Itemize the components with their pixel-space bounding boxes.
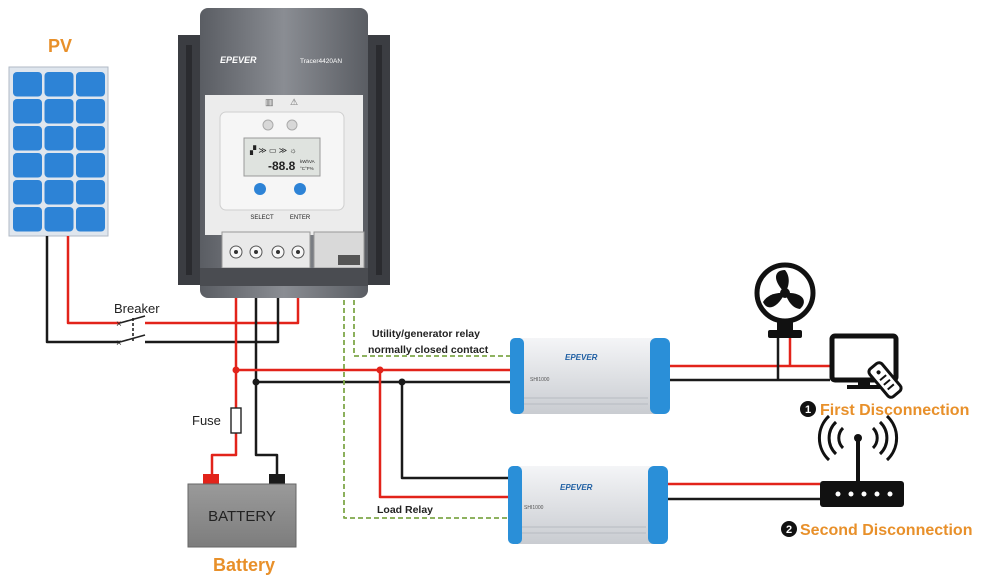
pv-cell (13, 126, 42, 151)
inverter-1-brand: EPEVER (565, 353, 598, 362)
svg-text:×: × (116, 338, 122, 349)
relay-label-line2: normally closed contact (368, 344, 489, 356)
load-relay-label: Load Relay (377, 504, 433, 516)
lcd-screen (243, 137, 321, 177)
controller-model: Tracer4420AN (300, 58, 342, 65)
select-label: SELECT (250, 215, 274, 221)
inv2-negative-wire (400, 382, 515, 480)
second-disconnection-number: 2 (786, 524, 792, 536)
pv-cell (13, 72, 42, 97)
solar-indicator-icon: ▥ (265, 97, 274, 107)
pv-cell (44, 180, 74, 205)
pv-cell (44, 126, 74, 151)
inverter-2-brand: EPEVER (560, 483, 593, 492)
breaker-symbol: × × (116, 315, 146, 349)
inverter-1-model: SHI1000 (530, 377, 550, 383)
fuse-label: Fuse (192, 413, 221, 428)
pv-positive-wire (66, 236, 120, 325)
ctrl-bat-minus-wire (254, 268, 279, 474)
pv-cell (76, 207, 105, 232)
pv-cell (44, 153, 74, 178)
inverter-1: EPEVER SHI1000 (510, 338, 670, 414)
lcd-units: kWhVA (300, 159, 315, 164)
remote-icon (867, 361, 903, 399)
charge-controller: EPEVER Tracer4420AN ▥ ⚠ ▞ ≫ ▭ ≫ ☼ -88.8 … (178, 8, 390, 298)
breaker-label: Breaker (114, 301, 160, 316)
router-icon (817, 414, 904, 507)
pv-cell (76, 126, 105, 151)
relay-label-line1: Utility/generator relay (372, 328, 480, 340)
warning-indicator-icon: ⚠ (290, 97, 298, 107)
lcd-units-2: °C°F% (300, 166, 314, 171)
fuse-symbol (230, 407, 242, 434)
inverter-2: EPEVER SHI1000 (508, 466, 668, 544)
pv-cells (13, 72, 105, 232)
pv-cell (76, 72, 105, 97)
second-disconnection-badge: 2 (781, 521, 797, 537)
inverter-2-model: SHI1000 (524, 505, 544, 511)
pv-negative-wire (45, 236, 120, 344)
pv-cell (76, 99, 105, 124)
relay-wire-1 (353, 268, 518, 357)
enter-button (294, 183, 306, 195)
wires (45, 236, 830, 519)
pv-cell (13, 180, 42, 205)
first-disconnection-label: First Disconnection (820, 402, 969, 419)
fuse-to-battery-wire (210, 433, 238, 474)
battery: BATTERY (187, 474, 297, 548)
controller-brand: EPEVER (220, 55, 257, 65)
pv-cell (13, 99, 42, 124)
first-disconnection-badge: 1 (800, 401, 816, 417)
pv-cell (44, 99, 74, 124)
select-button (254, 183, 266, 195)
pv-title: PV (48, 36, 72, 56)
enter-label: ENTER (290, 215, 311, 221)
pv-cell (44, 207, 74, 232)
fan-icon (754, 262, 816, 338)
second-disconnection-label: Second Disconnection (800, 522, 972, 539)
junction-dots (232, 366, 406, 386)
lcd-reading: -88.8 (268, 159, 296, 173)
pv-cell (13, 207, 42, 232)
pv-cell (13, 153, 42, 178)
pv-panel (8, 66, 109, 237)
relay-wire-2 (343, 268, 515, 519)
lcd-icons: ▞ ≫ ▭ ≫ ☼ (249, 145, 297, 155)
first-disconnection-number: 1 (805, 404, 811, 416)
svg-text:×: × (116, 319, 122, 330)
battery-body-label: BATTERY (208, 508, 276, 525)
battery-title: Battery (213, 555, 275, 575)
pv-cell (44, 72, 74, 97)
pv-cell (76, 153, 105, 178)
inv2-positive-wire (378, 370, 515, 499)
pv-cell (76, 180, 105, 205)
